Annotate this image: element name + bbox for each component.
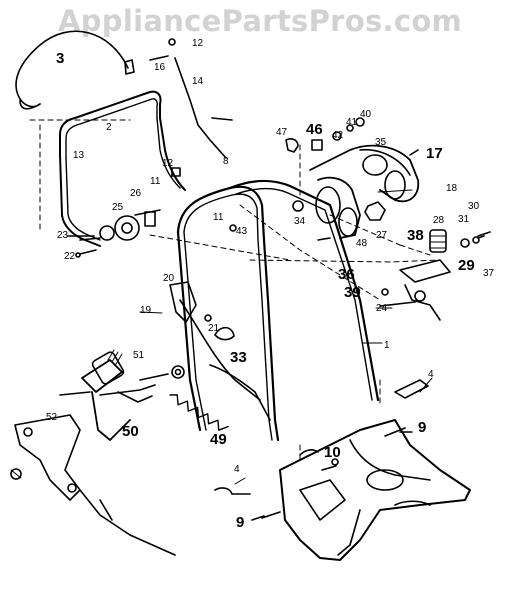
callout-11: 11 <box>150 176 161 187</box>
callout-30: 30 <box>468 201 480 212</box>
callout-22: 22 <box>64 251 76 262</box>
callout-26: 26 <box>130 188 142 199</box>
callout-39: 39 <box>344 284 361 301</box>
callout-14: 14 <box>192 76 204 87</box>
bracket-4-upper <box>394 379 429 399</box>
throttle-51 <box>81 359 123 393</box>
callout-8: 8 <box>223 156 229 167</box>
callout-28: 28 <box>433 215 445 226</box>
bracket-19 <box>169 281 197 323</box>
callout-34: 34 <box>294 216 306 227</box>
callout-51: 51 <box>133 350 145 361</box>
callout-29: 29 <box>458 257 475 274</box>
callout-25: 25 <box>112 202 124 213</box>
watermark: AppliancePartsPros.com <box>58 4 463 38</box>
callout-23: 23 <box>57 230 69 241</box>
callout-42: 42 <box>332 130 344 141</box>
disk-25 <box>114 215 140 241</box>
callout-17: 17 <box>426 145 443 162</box>
bracket-52 <box>14 414 81 501</box>
callout-50: 50 <box>122 423 139 440</box>
deck-base <box>279 419 471 561</box>
callout-19: 19 <box>140 305 152 316</box>
callout-46: 46 <box>306 121 323 138</box>
callout-labels: 1 2 3 4 4 8 9 9 10 11 11 12 12 13 14 16 … <box>46 38 495 531</box>
callout-9b: 9 <box>236 514 244 531</box>
part-33 <box>214 326 235 341</box>
lever-38 <box>399 259 451 283</box>
callout-20: 20 <box>163 273 175 284</box>
callout-31: 31 <box>458 214 470 225</box>
knob-28 <box>429 229 447 253</box>
nut-27 <box>364 201 386 221</box>
callout-38: 38 <box>407 227 424 244</box>
callout-37: 37 <box>483 268 495 279</box>
spring-49 <box>169 394 229 431</box>
callout-13: 13 <box>73 150 85 161</box>
callout-18: 18 <box>446 183 458 194</box>
callout-48: 48 <box>356 238 368 249</box>
callout-43: 43 <box>236 226 248 237</box>
callout-49: 49 <box>210 431 227 448</box>
bracket-18 <box>309 144 420 203</box>
callout-4: 4 <box>428 369 434 380</box>
callout-21: 21 <box>208 323 220 334</box>
callout-4b: 4 <box>234 464 240 475</box>
callout-47: 47 <box>276 127 288 138</box>
bracket-4-lower <box>214 487 251 495</box>
callout-3: 3 <box>56 50 64 67</box>
callout-1: 1 <box>384 340 390 351</box>
callout-10: 10 <box>324 444 341 461</box>
callout-52: 52 <box>46 412 58 423</box>
callout-35: 35 <box>375 137 387 148</box>
callout-40: 40 <box>360 109 372 120</box>
callout-16: 16 <box>154 62 166 73</box>
callout-11b: 11 <box>213 212 224 223</box>
callout-41: 41 <box>346 117 358 128</box>
callout-9: 9 <box>418 419 426 436</box>
callout-12: 12 <box>192 38 204 49</box>
callout-24: 24 <box>376 303 388 314</box>
callout-33: 33 <box>230 349 247 366</box>
callout-12b: 12 <box>162 158 174 169</box>
upper-handle-2 <box>59 90 162 156</box>
cable-14 <box>174 57 227 159</box>
callout-2: 2 <box>106 122 112 133</box>
callout-36: 36 <box>338 266 355 283</box>
callout-27: 27 <box>376 230 388 241</box>
cable-3 <box>15 30 129 108</box>
